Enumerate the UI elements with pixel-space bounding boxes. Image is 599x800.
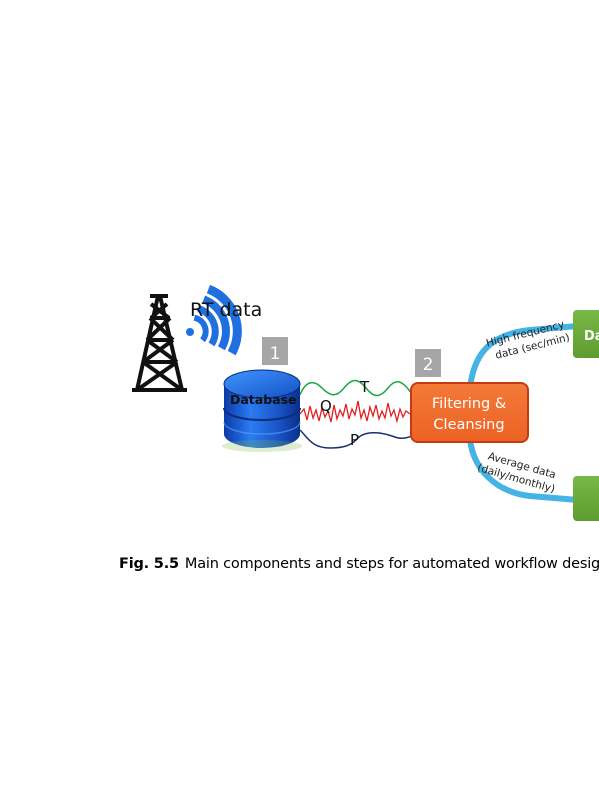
signal-p-line [299,429,413,449]
caption-text: Main components and steps for automated … [184,556,599,572]
signal-t-label: T [359,378,370,396]
step-badge-1: 1 [262,337,288,365]
signal-p-label: P [350,431,359,449]
rt-data-label: RT data [190,299,262,321]
tower-icon [132,294,187,392]
wifi-signal-icon [186,284,242,356]
high-frequency-label: High frequency data (sec/min) [485,319,571,362]
database-icon [222,369,302,452]
high-frequency-branch [467,323,581,391]
filtering-cleansing-box: Filtering & Cleansing [410,382,529,443]
average-data-branch [467,437,581,503]
green-box-bottom [573,476,599,521]
figure-number: Fig. 5.5 [119,556,179,572]
filter-box-line1: Filtering & [432,396,506,412]
signal-t-line [299,379,413,397]
signal-q-line [299,400,411,424]
step-badge-2-number: 2 [423,355,434,375]
green-box-top-label: Da [584,329,599,344]
database-label: Database [230,392,297,407]
step-badge-1-number: 1 [270,344,281,364]
figure-caption: Fig. 5.5 Main components and steps for au… [119,556,599,572]
signal-q-label: Q [320,397,332,415]
filter-box-line2: Cleansing [433,417,504,433]
average-data-label: Average data (daily/monthly) [476,450,557,495]
step-badge-2: 2 [415,349,441,377]
green-box-top: Da [573,310,599,358]
